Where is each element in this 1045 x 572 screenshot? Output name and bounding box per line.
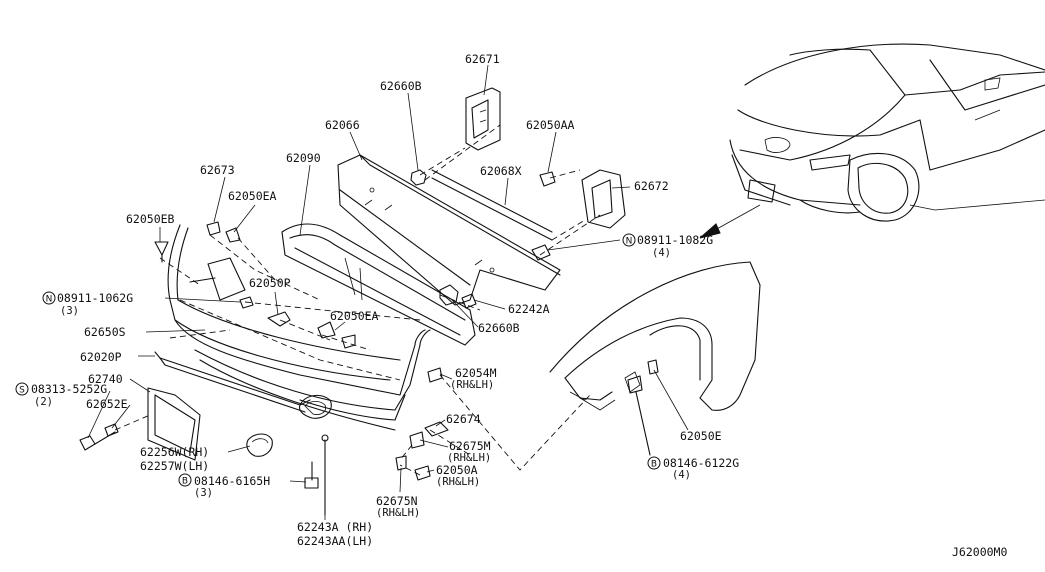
energy-absorber-62090: [281, 223, 476, 346]
label-62243a: 62243A (RH): [297, 520, 373, 534]
label-08911-left: 08911-1062G: [57, 291, 133, 305]
nut-symbol-right: N: [622, 233, 636, 247]
label-62050a: 62050A: [436, 463, 478, 477]
label-08911-left-qty: (3): [60, 305, 79, 317]
vehicle-illustration: [729, 43, 1045, 222]
label-62675m-side: (RH&LH): [447, 452, 491, 464]
label-62673: 62673: [200, 163, 235, 177]
label-62740: 62740: [88, 372, 123, 386]
label-08146-right: 08146-6122G: [663, 456, 739, 470]
label-62675m: 62675M: [449, 439, 491, 453]
bumper-reinforcement-62066: [337, 154, 561, 306]
bracket-62672: [581, 169, 626, 229]
label-08911-right: 08911-1082G: [637, 233, 713, 247]
front-fender: [549, 261, 761, 411]
leader-lines: [87, 64, 689, 520]
label-62650s: 62650S: [84, 325, 126, 339]
label-08911-right-qty: (4): [652, 247, 671, 259]
license-plate-bracket-62740: [147, 387, 201, 461]
label-62050ea-top: 62050EA: [228, 189, 277, 203]
label-62050aa: 62050AA: [526, 118, 575, 132]
label-62050a-side: (RH&LH): [436, 476, 480, 488]
label-62054m-side: (RH&LH): [450, 379, 494, 391]
svg-text:B: B: [651, 460, 657, 470]
label-08146-left-qty: (3): [194, 487, 213, 499]
label-62671: 62671: [465, 52, 500, 66]
label-62652e: 62652E: [86, 397, 128, 411]
bolt-symbol-right: B: [647, 456, 661, 470]
fasteners: [79, 169, 659, 516]
label-62243aa: 62243AA(LH): [297, 534, 373, 548]
part-labels: 62671 62660B 62050AA 62066 62090 62068X …: [31, 52, 1007, 559]
label-62054m: 62054M: [455, 366, 497, 380]
assembly-lines: [114, 124, 601, 476]
label-62675n-side: (RH&LH): [376, 507, 420, 519]
label-08313-qty: (2): [34, 396, 53, 408]
lower-grille-62650S: [189, 257, 246, 301]
label-08146-right-qty: (4): [672, 469, 691, 481]
label-62068x: 62068X: [480, 164, 522, 178]
svg-text:B: B: [182, 477, 188, 487]
label-62242a: 62242A: [508, 302, 550, 316]
label-62050e: 62050E: [680, 429, 722, 443]
label-62675n: 62675N: [376, 494, 418, 508]
bolt-symbol-left: B: [178, 473, 192, 487]
label-62050eb: 62050EB: [126, 212, 175, 226]
label-62674: 62674: [446, 412, 481, 426]
svg-text:N: N: [626, 237, 633, 247]
diagram-code: J62000M0: [952, 545, 1007, 559]
direction-arrow: [699, 204, 761, 239]
label-62256w: 62256W(RH): [140, 445, 209, 459]
label-08313: 08313-5252G: [31, 382, 107, 396]
svg-text:N: N: [46, 295, 53, 305]
screw-symbol: S: [15, 382, 29, 396]
svg-text:S: S: [19, 386, 25, 396]
label-62090: 62090: [286, 151, 321, 165]
label-62020p: 62020P: [80, 350, 122, 364]
label-62257w: 62257W(LH): [140, 459, 209, 473]
nut-symbol-left: N: [42, 291, 56, 305]
label-08146-left: 08146-6165H: [194, 474, 270, 488]
label-62050ea-mid: 62050EA: [330, 309, 379, 323]
label-62672: 62672: [634, 179, 669, 193]
label-62066: 62066: [325, 118, 360, 132]
fog-lamp-cover-62256W: [246, 433, 273, 457]
label-62660b-top: 62660B: [380, 79, 422, 93]
bracket-62671: [465, 87, 501, 151]
label-62050p: 62050P: [249, 276, 291, 290]
label-62660b-bot: 62660B: [478, 321, 520, 335]
bumper-fascia-62020P: [167, 224, 431, 431]
lower-trim-strip: [154, 351, 311, 413]
